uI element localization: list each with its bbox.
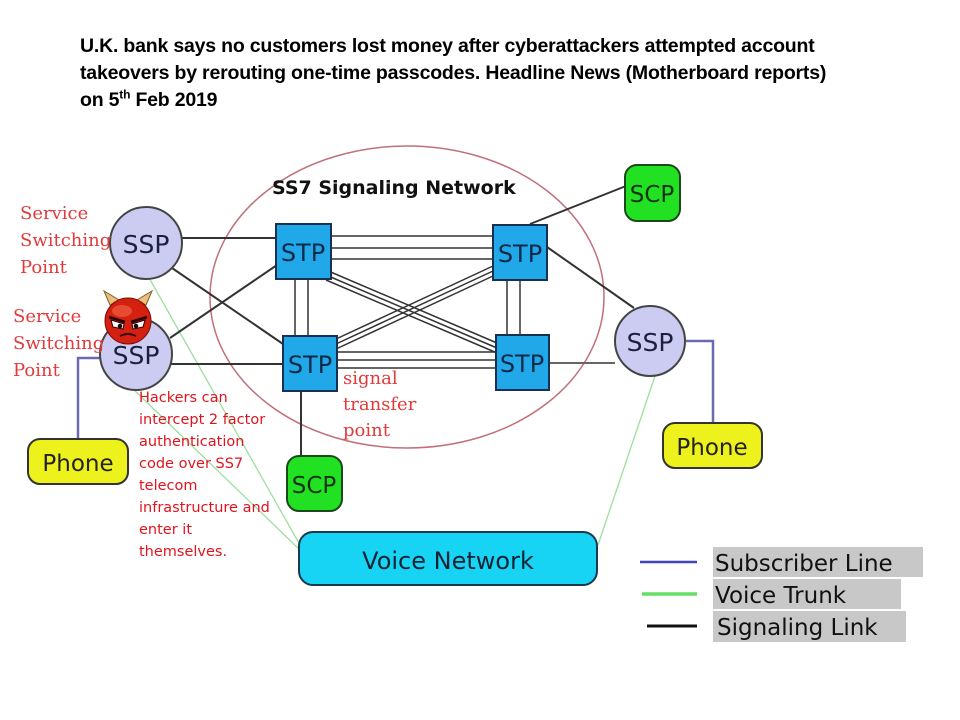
signaling-links: [169, 185, 635, 456]
hacker-note-line: authentication: [139, 434, 244, 450]
phone-node-right: Phone: [662, 422, 763, 469]
scp-node-bottom: SCP: [286, 455, 343, 512]
annotation-line: Switching: [13, 333, 104, 354]
headline-line-2: takeovers by rerouting one-time passcode…: [80, 62, 827, 84]
stp-label: STP: [500, 350, 544, 378]
voice-trunk-line: [597, 375, 656, 546]
hacker-note: Hackers can intercept 2 factor authentic…: [139, 390, 270, 560]
headline-date-suffix: Feb 2019: [130, 89, 218, 111]
voice-trunk-line: [147, 275, 301, 546]
annotation-line: signal: [343, 368, 398, 389]
ssp-label: SSP: [113, 341, 160, 370]
legend-label-bg: [713, 547, 923, 577]
voice-trunks: [131, 275, 656, 551]
annotation-line: transfer: [343, 394, 417, 415]
voice-trunk-line: [131, 387, 301, 551]
annotation-line: Point: [13, 360, 61, 381]
legend-label-bg: [713, 579, 901, 609]
stp-node-top-left: STP: [275, 223, 332, 280]
legend-label-signaling-link: Signaling Link: [717, 615, 878, 641]
annotation-line: Point: [20, 257, 68, 278]
hacker-note-line: themselves.: [139, 544, 227, 560]
stp-label: STP: [281, 239, 325, 267]
phone-label: Phone: [42, 451, 113, 477]
stp-node-bottom-right: STP: [495, 334, 550, 391]
stp-label: STP: [498, 240, 542, 268]
voice-network-node: Voice Network: [298, 531, 598, 586]
annotation-line: Switching: [20, 230, 111, 251]
annotation-line: Service: [13, 306, 81, 327]
headline-line-3: on 5th Feb 2019: [80, 87, 920, 114]
signaling-link: [171, 267, 284, 345]
phone-node-left: Phone: [27, 438, 129, 485]
annotation-line: point: [343, 420, 391, 441]
signaling-link: [529, 185, 627, 225]
voice-network-label: Voice Network: [362, 547, 534, 575]
headline-line-1: U.K. bank says no customers lost money a…: [80, 35, 815, 57]
stp-annotation: signal transfer point: [343, 368, 417, 441]
subscriber-line: [76, 356, 102, 440]
scp-label: SCP: [630, 182, 675, 208]
legend: Subscriber Line Voice Trunk Signaling Li…: [640, 547, 923, 642]
hacker-note-line: code over SS7: [139, 456, 243, 472]
subscriber-lines: [76, 339, 715, 440]
hacker-note-line: telecom: [139, 478, 198, 494]
legend-label-voice-trunk: Voice Trunk: [715, 583, 847, 609]
signaling-link: [169, 264, 278, 339]
ssp-node-top-left: SSP: [109, 206, 183, 280]
headline: U.K. bank says no customers lost money a…: [80, 33, 920, 114]
ssp-label: SSP: [123, 230, 170, 259]
stp-node-bottom-left: STP: [282, 335, 338, 392]
subscriber-line: [686, 339, 715, 424]
ssp-node-right: SSP: [614, 305, 686, 377]
stp-node-top-right: STP: [492, 224, 548, 281]
scp-node-top: SCP: [624, 164, 681, 222]
legend-label-bg: [713, 611, 906, 642]
hacker-note-line: infrastructure and: [139, 500, 270, 516]
hacker-note-line: intercept 2 factor: [139, 412, 265, 428]
ssp-annotation-1: Service Switching Point: [20, 203, 111, 278]
annotation-line: Service: [20, 203, 88, 224]
headline-date-sup: th: [119, 87, 131, 102]
ss7-network-boundary: [209, 145, 605, 449]
hacker-note-line: Hackers can: [139, 390, 228, 406]
headline-date-prefix: on 5: [80, 89, 120, 111]
scp-label: SCP: [292, 473, 337, 499]
hacker-note-line: enter it: [139, 522, 192, 538]
stp-mesh-links: [294, 235, 521, 369]
ssp-label: SSP: [627, 328, 674, 357]
network-title: SS7 Signaling Network: [272, 177, 516, 199]
signaling-link: [546, 246, 635, 309]
legend-label-subscriber-line: Subscriber Line: [715, 551, 893, 577]
devil-face-icon: [102, 289, 154, 345]
ssp-annotation-2: Service Switching Point: [13, 306, 104, 381]
stp-label: STP: [288, 351, 332, 379]
phone-label: Phone: [676, 435, 747, 461]
